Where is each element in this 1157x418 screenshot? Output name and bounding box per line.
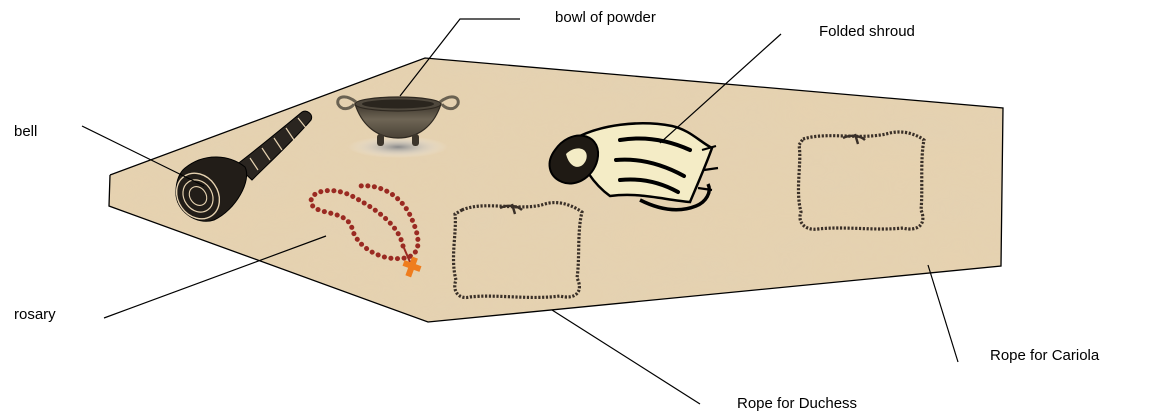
label-bell: bell [14,123,37,140]
leader-rosary [104,236,326,318]
leader-duchess [552,310,700,404]
leader-cariola [928,265,958,362]
label-rope-for-duchess: Rope for Duchess [737,395,857,412]
label-folded-shroud: Folded shroud [819,23,915,40]
label-rope-for-cariola: Rope for Cariola [990,347,1099,364]
label-bowl-of-powder: bowl of powder [555,9,656,26]
label-rosary: rosary [14,306,56,323]
